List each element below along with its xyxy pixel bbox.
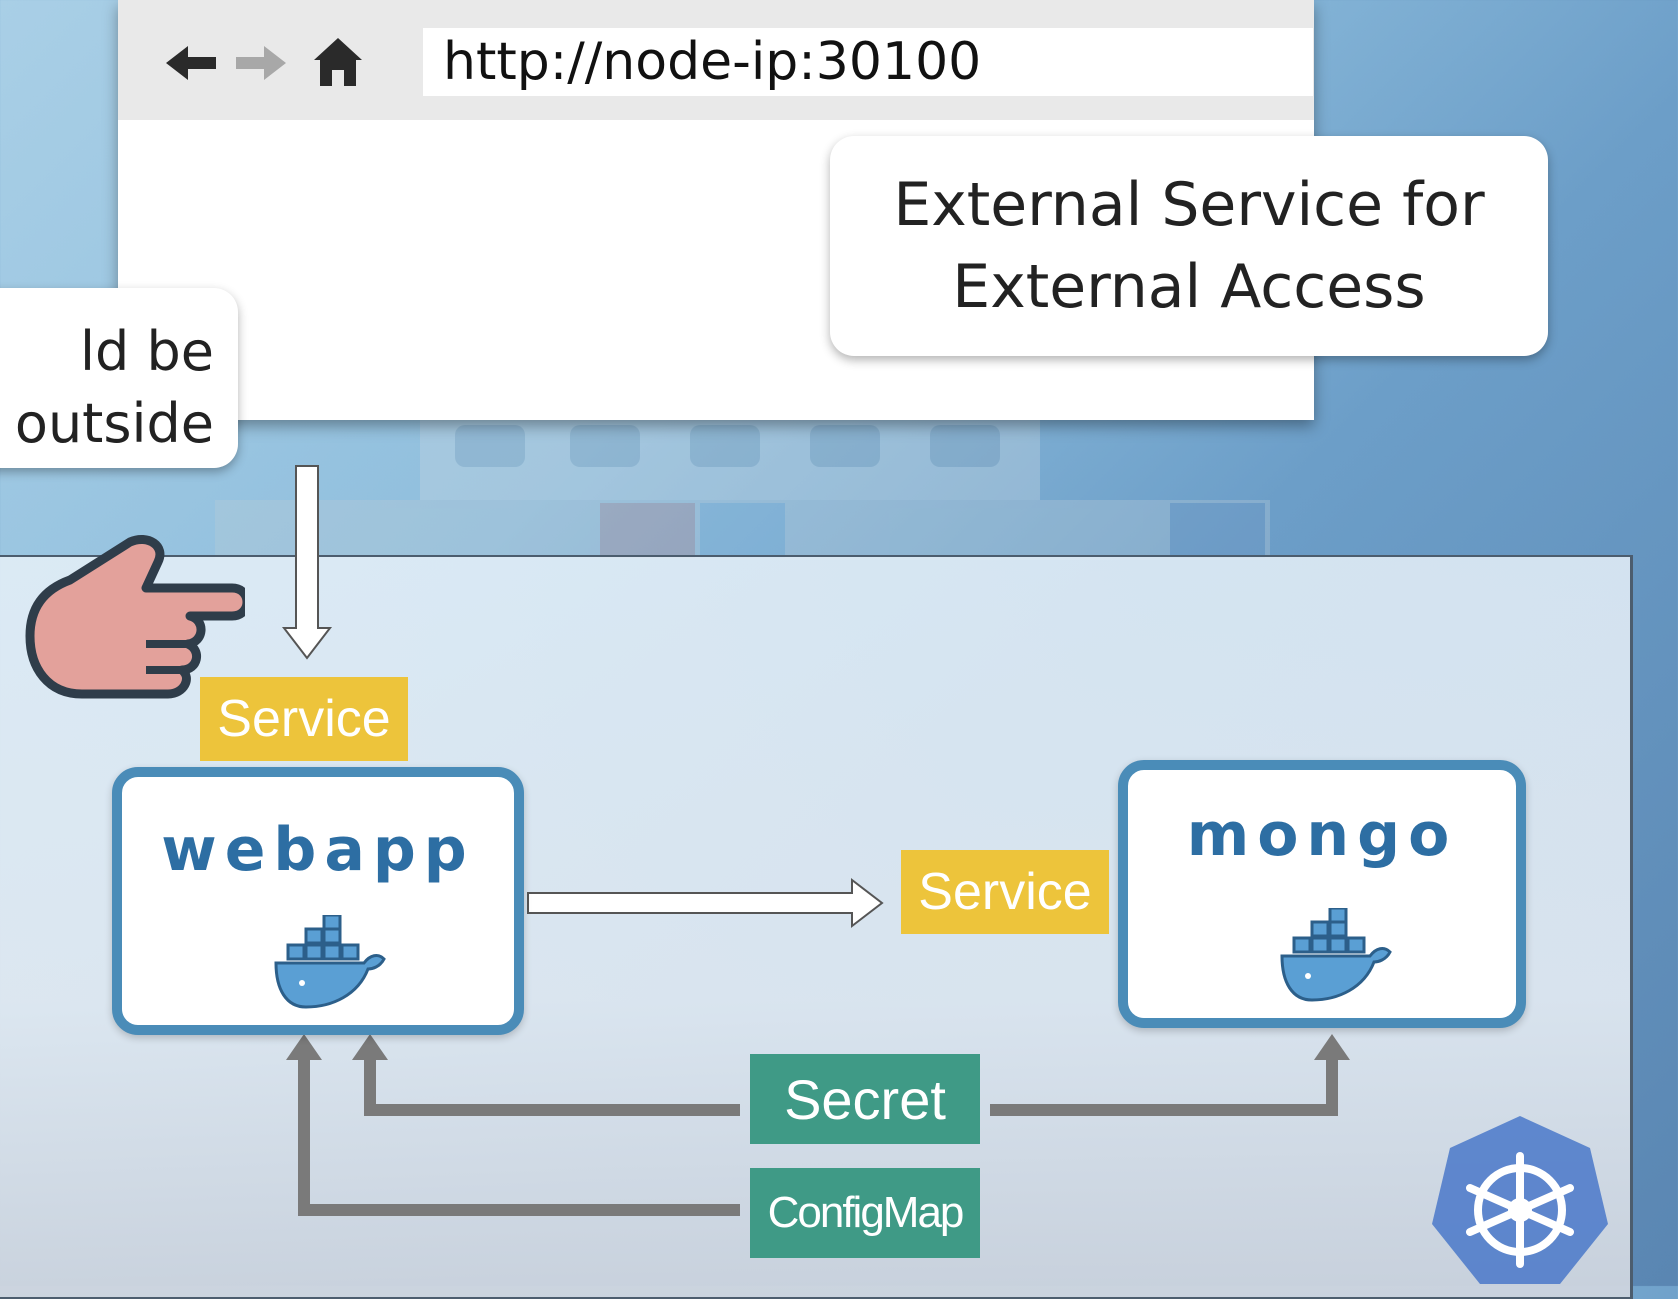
- webapp-service-tag[interactable]: Service: [200, 677, 408, 761]
- left-callout: ld be outside: [0, 288, 238, 468]
- kubernetes-wheel-icon: [1432, 1116, 1608, 1284]
- configmap-webapp-arrowhead: [286, 1034, 322, 1060]
- browser-toolbar: http://node-ip:30100: [118, 0, 1314, 120]
- external-access-arrow: [281, 465, 333, 660]
- left-callout-line1: ld be: [80, 320, 214, 383]
- webapp-label: webapp: [161, 815, 475, 885]
- docker-whale-icon: [274, 915, 386, 1009]
- configmap-to-webapp-line: [298, 1050, 740, 1216]
- mongo-service-tag[interactable]: Service: [901, 850, 1109, 934]
- home-icon[interactable]: [310, 34, 366, 90]
- docker-whale-icon: [1280, 908, 1392, 1002]
- pointing-hand-icon: [25, 535, 245, 699]
- secret-webapp-arrowhead: [352, 1034, 388, 1060]
- secret-mongo-arrowhead: [1314, 1034, 1350, 1060]
- callout-line1: External Service for: [893, 170, 1485, 240]
- back-arrow-icon[interactable]: [162, 38, 282, 88]
- external-service-callout: External Service for External Access: [830, 136, 1548, 356]
- secret-to-webapp-line: [364, 1050, 740, 1116]
- callout-line2: External Access: [952, 252, 1426, 322]
- configmap-tag[interactable]: ConfigMap: [750, 1168, 980, 1258]
- left-callout-line2: outside: [14, 392, 214, 455]
- mongo-label: mongo: [1186, 800, 1458, 870]
- webapp-to-mongo-arrow: [527, 877, 884, 929]
- webapp-component[interactable]: webapp: [112, 767, 524, 1035]
- mongo-component[interactable]: mongo: [1118, 760, 1526, 1028]
- secret-tag[interactable]: Secret: [750, 1054, 980, 1144]
- url-field[interactable]: http://node-ip:30100: [423, 28, 1313, 96]
- secret-to-mongo-line: [990, 1050, 1338, 1116]
- forward-arrow-icon[interactable]: [230, 38, 290, 88]
